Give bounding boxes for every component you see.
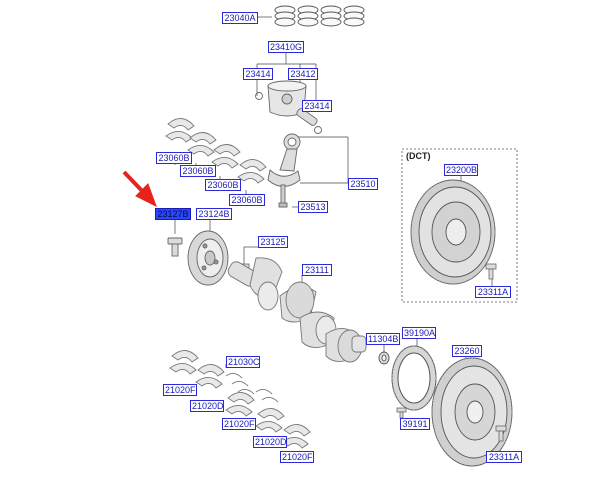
part-label-23060B-4[interactable]: 23060B bbox=[229, 194, 265, 206]
part-label-21030C[interactable]: 21030C bbox=[226, 356, 260, 368]
part-label-23311A-upper[interactable]: 23311A bbox=[475, 286, 511, 298]
part-label-23410G[interactable]: 23410G bbox=[268, 41, 304, 53]
bearing-shells-lower bbox=[169, 350, 311, 449]
part-label-21020F-1[interactable]: 21020F bbox=[163, 384, 197, 396]
flywheel-bolt-upper bbox=[485, 263, 497, 280]
part-label-23127B-selected[interactable]: 23127B bbox=[155, 208, 191, 220]
bearing-shells-upper bbox=[165, 118, 267, 184]
damper-bolt bbox=[167, 237, 183, 257]
tone-wheel bbox=[391, 345, 437, 411]
part-label-23040A[interactable]: 23040A bbox=[222, 12, 258, 24]
part-label-39190A[interactable]: 39190A bbox=[402, 327, 436, 339]
dual-mass-flywheel bbox=[410, 179, 496, 285]
damper-pulley bbox=[187, 230, 229, 286]
part-label-39191[interactable]: 39191 bbox=[400, 418, 430, 430]
tone-wheel-screw bbox=[396, 407, 407, 419]
part-label-23200B[interactable]: 23200B bbox=[444, 164, 478, 176]
part-label-21020F-3[interactable]: 21020F bbox=[280, 451, 314, 463]
dct-title: (DCT) bbox=[406, 151, 431, 161]
part-label-21020D-2[interactable]: 21020D bbox=[253, 436, 287, 448]
part-label-23111[interactable]: 23111 bbox=[302, 264, 332, 276]
part-label-23124B[interactable]: 23124B bbox=[196, 208, 232, 220]
part-label-23260[interactable]: 23260 bbox=[452, 345, 482, 357]
flywheel-bolt-lower bbox=[495, 425, 507, 442]
red-arrow-icon bbox=[122, 170, 157, 208]
crankshaft bbox=[227, 257, 367, 363]
dct-dashed-box bbox=[401, 148, 518, 303]
pilot-bearing bbox=[378, 351, 390, 365]
part-label-23412[interactable]: 23412 bbox=[288, 68, 318, 80]
part-label-23060B-3[interactable]: 23060B bbox=[205, 179, 241, 191]
part-label-23311A-lower[interactable]: 23311A bbox=[486, 451, 522, 463]
part-label-23125[interactable]: 23125 bbox=[258, 236, 288, 248]
piston-assembly bbox=[255, 80, 322, 134]
part-label-23513[interactable]: 23513 bbox=[298, 201, 328, 213]
part-label-11304B[interactable]: 11304B bbox=[366, 333, 400, 345]
part-label-21020D-1[interactable]: 21020D bbox=[190, 400, 224, 412]
part-label-23414-upper[interactable]: 23414 bbox=[243, 68, 273, 80]
flywheel bbox=[431, 357, 513, 467]
part-label-23414-lower[interactable]: 23414 bbox=[302, 100, 332, 112]
part-label-21020F-2[interactable]: 21020F bbox=[222, 418, 256, 430]
part-label-23510[interactable]: 23510 bbox=[348, 178, 378, 190]
part-label-23060B-2[interactable]: 23060B bbox=[180, 165, 216, 177]
piston-rings bbox=[274, 5, 365, 27]
connecting-rod bbox=[267, 133, 301, 208]
part-label-23060B-1[interactable]: 23060B bbox=[156, 152, 192, 164]
